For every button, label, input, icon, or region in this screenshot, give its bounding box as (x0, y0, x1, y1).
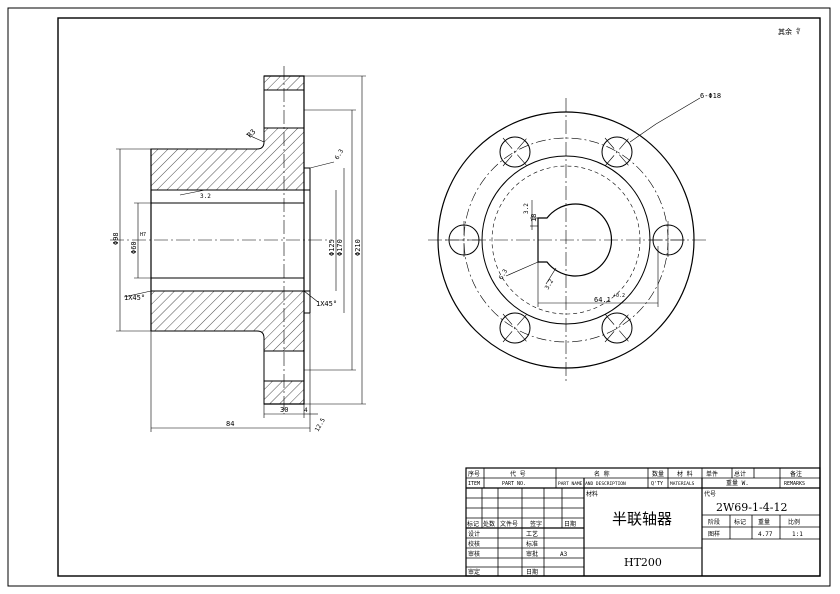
drawing-number: 2W69-1-4-12 (716, 501, 787, 514)
hdr-weight: 重量 W. (726, 479, 749, 487)
dim-keyway-width: 18 (530, 214, 538, 222)
role-process: 工艺 (526, 530, 538, 538)
bore-with-keyway (537, 203, 613, 277)
side-section-view (110, 66, 366, 432)
dim-keyway-depth: 64.1 (594, 296, 611, 304)
stage-h-weight: 重量 (758, 518, 770, 526)
hdr-remark-en: REMARKS (784, 481, 805, 487)
side-view-dimensions: Φ98 Φ60 H7 Φ125 Φ170 Φ210 1X45° 1X45° 84… (112, 128, 362, 433)
hdr-code-en: PART NO. (502, 481, 526, 487)
dim-outer-dia: Φ210 (354, 239, 362, 256)
part-weight: 4.77 (758, 531, 773, 538)
rev-h-file: 文件号 (500, 520, 518, 528)
hatch-bottom-body (150, 290, 305, 352)
hdr-name-en: PART NAME AND DESCRIPTION (558, 481, 626, 487)
hdr-qty: 数量 (652, 470, 664, 478)
hdr-qty-en: Q'TY (651, 481, 663, 487)
roughness-corner-note: 其余 ∜ (778, 27, 800, 36)
hdr-material-en: MATERIALS (670, 481, 695, 487)
role-date: 日期 (526, 568, 538, 576)
hdr-seq: 序号 (468, 470, 480, 478)
role-design: 设计 (468, 530, 480, 538)
part-material: HT200 (624, 556, 662, 569)
hdr-code: 代 号 (510, 470, 526, 478)
rev-h-date: 日期 (564, 520, 576, 528)
dim-bore: Φ60 (130, 241, 138, 254)
stage-h-stage: 阶段 (708, 518, 720, 526)
hdr-remark: 备注 (790, 470, 802, 478)
rev-h-count: 处数 (483, 520, 495, 528)
dim-outer-boss: Φ98 (112, 232, 120, 245)
sheet-size: A3 (560, 551, 568, 558)
stage-label: 图样 (708, 530, 720, 538)
role-approve: 审定 (468, 568, 480, 576)
stage-h-scale: 比例 (788, 518, 800, 526)
dim-length-step: 4 (304, 407, 308, 414)
hdr-material: 材 料 (677, 470, 693, 478)
bolt-hole-lower-right (601, 312, 633, 344)
dim-bore-tol: H7 (140, 232, 146, 238)
bolt-hole-upper-left (499, 136, 531, 168)
roughness-bore: 3.2 (200, 193, 211, 200)
drawing-scale: 1:1 (792, 531, 803, 538)
role-standard: 标准 (526, 540, 538, 548)
hdr-name: 名 称 (594, 470, 610, 478)
rev-h-mark: 标记 (467, 520, 479, 528)
dim-bolt-holes: 6-Φ18 (700, 92, 721, 100)
material-label: 材料 (586, 490, 598, 498)
rev-h-sign: 签字 (530, 520, 542, 528)
code-label: 代号 (704, 490, 716, 498)
role-audit: 审核 (468, 550, 480, 558)
dim-radius: R3 (246, 128, 258, 140)
dim-bolt-circle: Φ170 (336, 239, 344, 256)
stage-h-mark: 标记 (734, 518, 746, 526)
bolt-hole-upper-right (601, 136, 633, 168)
hdr-total: 总计 (734, 470, 746, 478)
outer-border (7, 7, 831, 587)
front-view (428, 97, 706, 382)
title-block-text: 序号 ITEM 代 号 PART NO. 名 称 PART NAME AND D… (467, 470, 805, 576)
inner-frame (57, 17, 821, 577)
role-check: 校核 (468, 540, 480, 548)
roughness-key-side: 6.3 (498, 268, 510, 281)
roughness-keyway: 3.2 (523, 203, 530, 214)
dim-keyway-tol: +0.2 (613, 293, 625, 299)
title-block (465, 467, 821, 577)
roughness-key-bottom: 3.2 (544, 278, 556, 291)
part-name: 半联轴器 (612, 510, 672, 528)
bolt-hole-lower-left (499, 312, 531, 344)
roughness-end: 12.5 (314, 417, 327, 433)
dim-chamfer-right: 1X45° (316, 300, 337, 308)
role-chief: 审批 (526, 550, 538, 558)
dim-length-total: 84 (226, 420, 234, 428)
roughness-face: 6.3 (334, 148, 346, 161)
hdr-seq-en: ITEM (468, 481, 480, 487)
hdr-single: 单件 (706, 470, 718, 478)
dim-length-flange: 30 (280, 406, 288, 414)
dim-chamfer-left: 1X45° (124, 294, 145, 302)
front-view-dimensions: 6-Φ18 64.1 +0.2 18 3.2 6.3 3.2 (498, 92, 721, 304)
hatch-top-body (150, 127, 305, 191)
dim-spigot: Φ125 (328, 239, 336, 256)
